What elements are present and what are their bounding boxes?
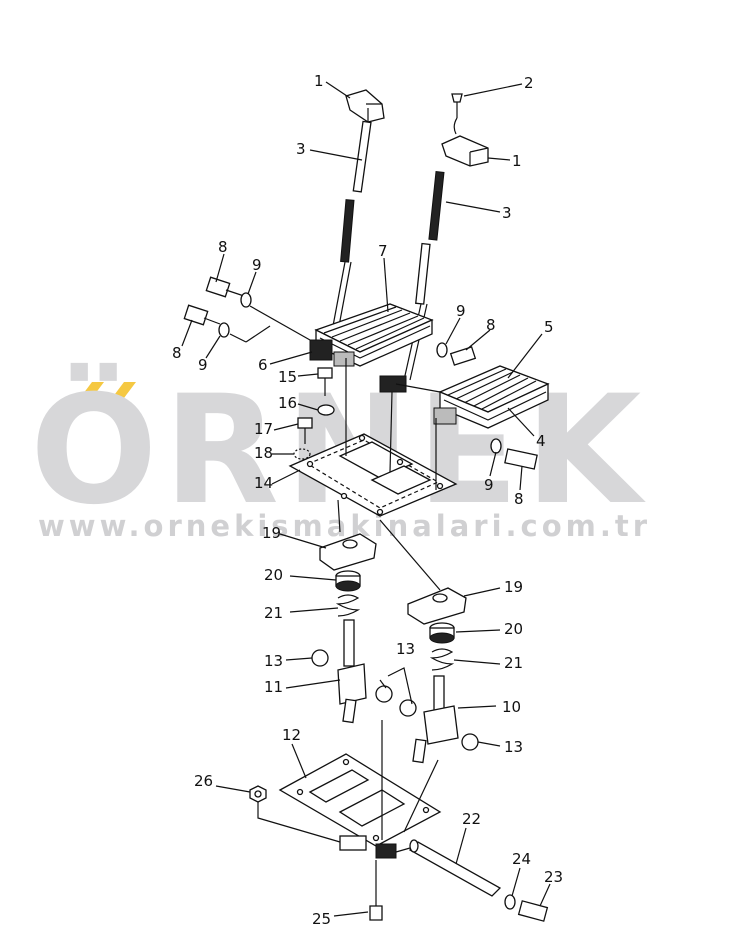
callout-1-right: 1 (512, 152, 522, 170)
callout-19-right: 19 (504, 578, 523, 596)
callout-6: 6 (258, 356, 268, 374)
callout-8-c: 8 (486, 316, 496, 334)
left-rod-lower (340, 199, 355, 263)
callout-9-c: 9 (456, 302, 466, 320)
callout-9-d: 9 (484, 476, 494, 494)
callout-4: 4 (536, 432, 546, 450)
callout-18: 18 (254, 444, 273, 462)
watermark-accent-left (80, 382, 104, 398)
callout-20-left: 20 (264, 566, 283, 584)
watermark-url: www.ornekismakinalari.com.tr (38, 509, 651, 543)
right-rod-lower (415, 242, 431, 305)
washer-9-d (490, 438, 502, 454)
left-lever-assembly (329, 89, 385, 343)
callout-7: 7 (378, 242, 388, 260)
bolt-17 (297, 417, 313, 429)
block-19-right (407, 587, 467, 625)
washer-9-a (240, 292, 252, 308)
washer-9-b (218, 322, 230, 338)
washer-9-c (436, 342, 448, 358)
bolt-8-d (504, 448, 538, 470)
bolt-25 (369, 860, 383, 921)
pedal-5 (379, 365, 550, 429)
callout-2: 2 (524, 74, 534, 92)
callout-3-right: 3 (502, 204, 512, 222)
bolt-8-c (449, 346, 477, 366)
callout-10: 10 (502, 698, 521, 716)
block-19-left (319, 533, 377, 571)
fasteners-upper-left (183, 276, 311, 343)
left-knob (345, 89, 385, 123)
callout-8-d: 8 (514, 490, 524, 508)
left-rod-upper (352, 120, 372, 193)
right-rod-upper (428, 171, 445, 241)
screw-2 (451, 93, 463, 103)
callout-11: 11 (264, 678, 283, 696)
callout-1-left: 1 (314, 72, 324, 90)
callout-13-mid: 13 (396, 640, 415, 658)
callout-21-left: 21 (264, 604, 283, 622)
callout-leaders (181, 81, 551, 917)
bolt-23 (517, 900, 549, 922)
callout-9-b: 9 (198, 356, 208, 374)
fasteners-15-18 (293, 367, 335, 460)
right-knob (441, 135, 489, 167)
callout-24: 24 (512, 850, 531, 868)
washer-24 (504, 894, 516, 910)
assembly-lines (337, 358, 441, 591)
callout-3-left: 3 (296, 140, 306, 158)
fasteners-upper-right (436, 342, 538, 470)
watermark-accent-right (112, 382, 136, 398)
callout-23: 23 (544, 868, 563, 886)
callout-26: 26 (194, 772, 213, 790)
washer-16 (317, 404, 335, 416)
shaft-10 (412, 675, 479, 764)
shaft-11 (311, 619, 367, 724)
callout-13-right: 13 (504, 738, 523, 756)
callout-17: 17 (254, 420, 273, 438)
spring-21-left (335, 594, 361, 617)
bolt-8-a (205, 276, 231, 298)
bolt-15 (317, 367, 333, 379)
nut-26 (249, 785, 341, 843)
callout-19-left: 19 (262, 524, 281, 542)
callout-14: 14 (254, 474, 273, 492)
callout-8-a: 8 (218, 238, 228, 256)
plate-14 (288, 433, 458, 517)
spring-21-right (429, 648, 455, 671)
callout-8-b: 8 (172, 344, 182, 362)
callout-21-right: 21 (504, 654, 523, 672)
callout-9-a: 9 (252, 256, 262, 274)
callout-20-right: 20 (504, 620, 523, 638)
callout-5: 5 (544, 318, 554, 336)
callout-labels: 1 2 1 3 3 8 9 7 8 9 9 8 5 6 15 16 17 18 … (172, 72, 563, 928)
seal-20-left (335, 570, 361, 592)
callout-16: 16 (278, 394, 297, 412)
callout-15: 15 (278, 368, 297, 386)
callout-12: 12 (282, 726, 301, 744)
pedal-7 (309, 303, 434, 367)
callout-13-left: 13 (264, 652, 283, 670)
callout-25: 25 (312, 910, 331, 928)
base-plate-12 (278, 720, 442, 859)
bolt-8-b (183, 304, 209, 326)
shaft-22 (395, 839, 502, 897)
pedal-bracket-6 (309, 339, 333, 361)
bushings-13 (375, 685, 417, 717)
callout-22: 22 (462, 810, 481, 828)
seal-20-right (429, 622, 455, 644)
